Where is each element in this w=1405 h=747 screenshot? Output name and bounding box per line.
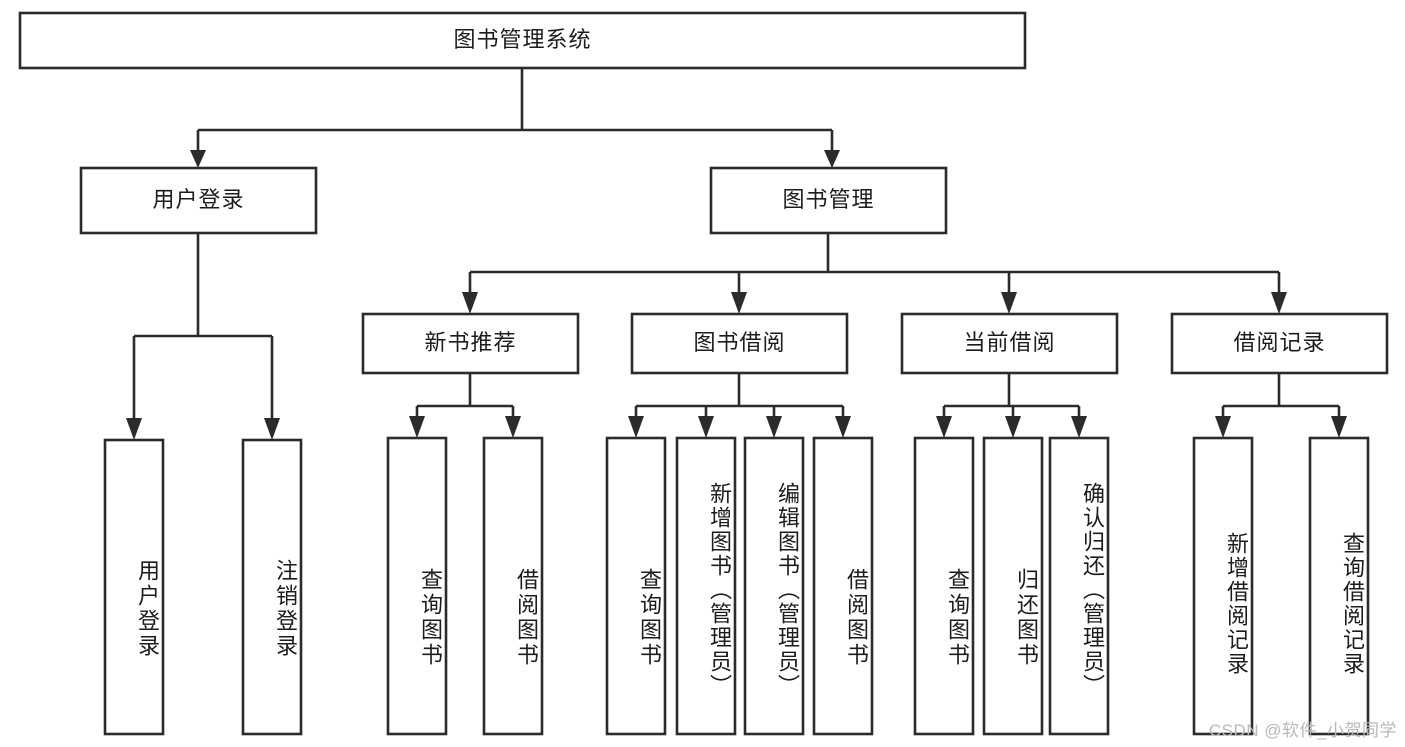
arrow-root-to-login bbox=[190, 150, 206, 168]
arrow-bookmgmt-to-current bbox=[1001, 292, 1017, 314]
arrow-borrow-to-query bbox=[628, 416, 644, 438]
arrow-current-to-confirm bbox=[1071, 416, 1087, 438]
node-box-leaf-re-add[interactable] bbox=[1192, 436, 1254, 736]
arrow-borrow-to-borrow bbox=[835, 416, 851, 438]
node-box-leaf-bo-add[interactable] bbox=[675, 436, 737, 736]
arrow-records-to-add bbox=[1215, 416, 1231, 438]
arrow-login-to-user-login bbox=[126, 418, 142, 440]
arrow-bookmgmt-to-records bbox=[1271, 292, 1287, 314]
arrow-records-to-query bbox=[1331, 416, 1347, 438]
node-box-current[interactable] bbox=[900, 312, 1119, 375]
node-box-bookmgmt[interactable] bbox=[709, 166, 948, 235]
connector-borrow-trunk bbox=[634, 373, 845, 418]
arrow-borrow-to-edit bbox=[766, 416, 782, 438]
arrow-newbook-to-query bbox=[409, 416, 425, 438]
connector-bookmgmt-trunk bbox=[468, 233, 1281, 292]
node-box-leaf-user-logout[interactable] bbox=[241, 438, 303, 736]
node-box-leaf-cu-return[interactable] bbox=[982, 436, 1044, 736]
watermark-text: CSDN @软件_小贺同学 bbox=[1208, 721, 1397, 740]
node-box-borrow[interactable] bbox=[630, 312, 849, 375]
connector-login-trunk bbox=[132, 233, 274, 420]
node-box-leaf-user-login[interactable] bbox=[103, 438, 165, 736]
node-box-leaf-cu-query[interactable] bbox=[913, 436, 975, 736]
arrow-root-to-bookmgmt bbox=[824, 150, 840, 168]
arrow-current-to-query bbox=[936, 416, 952, 438]
node-box-leaf-cu-confirm[interactable] bbox=[1048, 436, 1110, 736]
arrow-bookmgmt-to-newbook bbox=[462, 292, 478, 314]
arrow-bookmgmt-to-borrow bbox=[731, 292, 747, 314]
node-box-login[interactable] bbox=[79, 166, 318, 235]
node-box-leaf-nb-query[interactable] bbox=[386, 436, 448, 736]
node-box-records[interactable] bbox=[1170, 312, 1389, 375]
arrow-login-to-user-logout bbox=[264, 418, 280, 440]
node-box-newbook[interactable] bbox=[361, 312, 580, 375]
node-box-leaf-re-query[interactable] bbox=[1308, 436, 1370, 736]
node-box-leaf-bo-borrow[interactable] bbox=[812, 436, 874, 736]
connector-newbook-trunk bbox=[415, 373, 515, 418]
node-box-leaf-bo-edit[interactable] bbox=[743, 436, 805, 736]
connector-current-trunk bbox=[942, 373, 1081, 418]
connector-root-trunk bbox=[196, 68, 834, 150]
arrow-newbook-to-borrow bbox=[505, 416, 521, 438]
node-box-root[interactable] bbox=[18, 11, 1027, 70]
connector-records-trunk bbox=[1221, 373, 1341, 418]
arrow-borrow-to-add bbox=[698, 416, 714, 438]
node-box-leaf-nb-borrow[interactable] bbox=[482, 436, 544, 736]
arrow-current-to-return bbox=[1005, 416, 1021, 438]
node-box-leaf-bo-query[interactable] bbox=[605, 436, 667, 736]
